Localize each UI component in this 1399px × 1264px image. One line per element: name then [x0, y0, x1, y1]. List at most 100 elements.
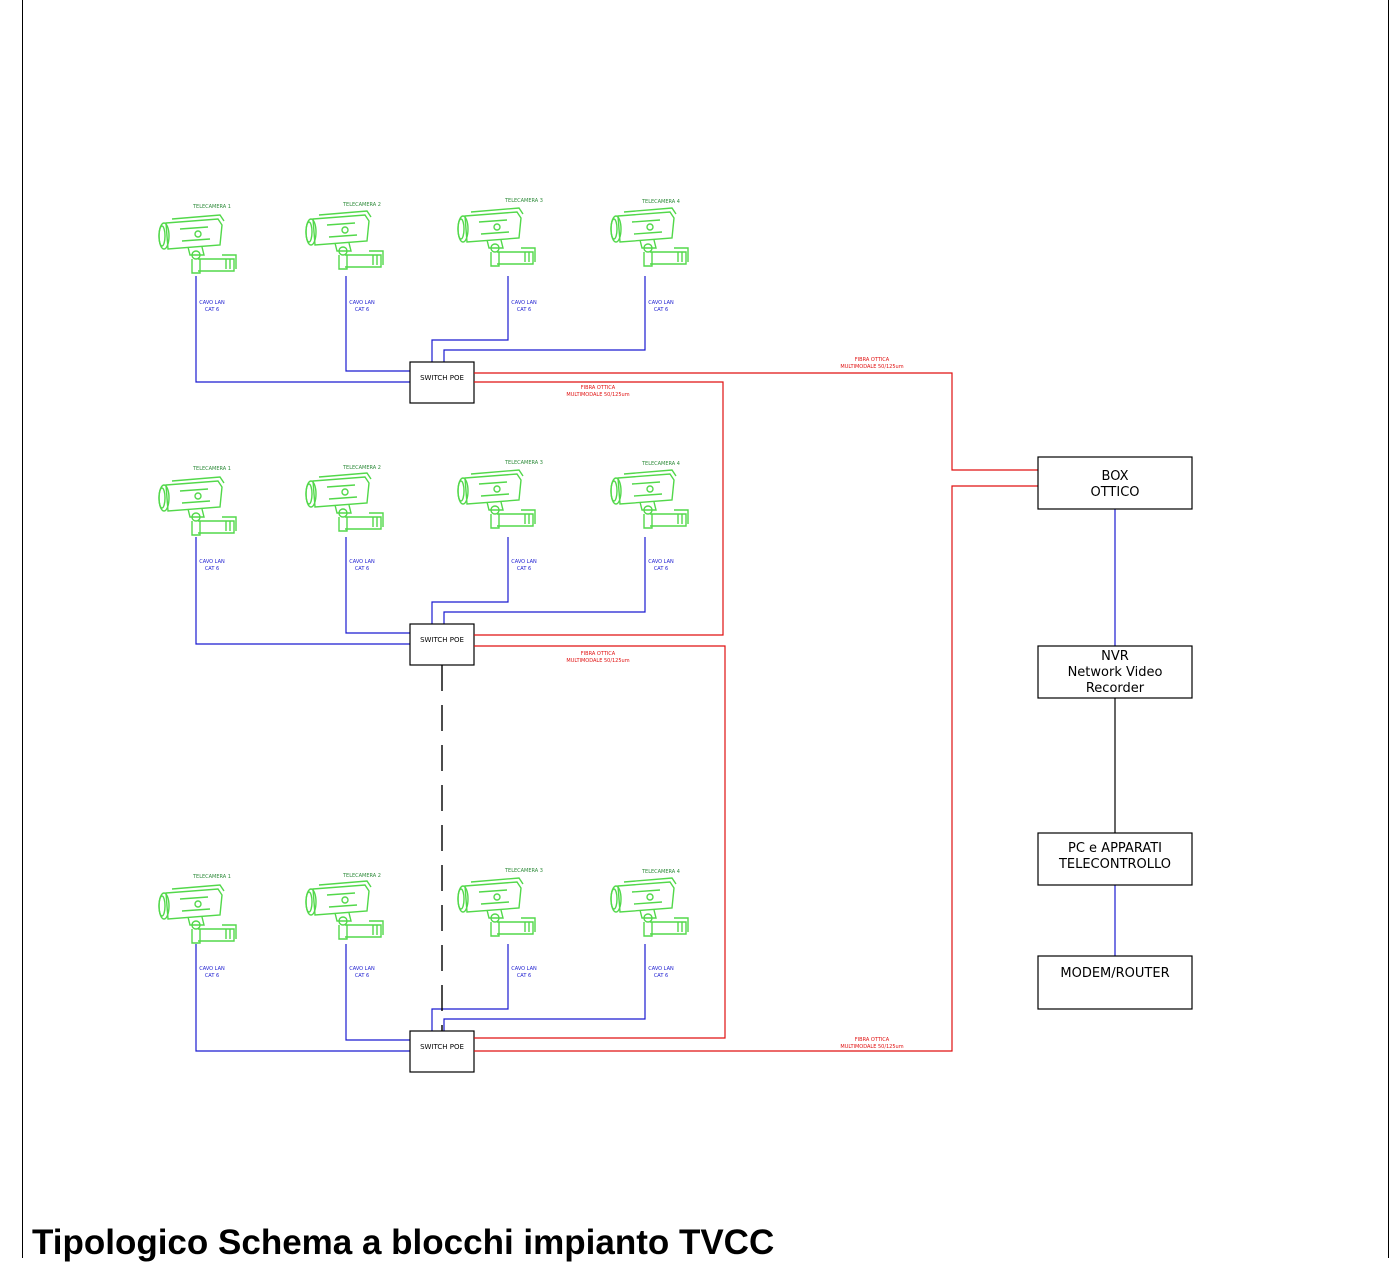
camera-lens: [610, 480, 618, 502]
camera-body-lines: [478, 481, 510, 497]
camera-body-lines: [326, 222, 358, 238]
fiber-label-line: FIBRA OTTICA: [581, 385, 616, 391]
camera-lens: [158, 895, 166, 917]
camera-body-lines: [631, 481, 663, 497]
camera-sunshield: [171, 214, 225, 222]
lan-cable-label-line: CAVO LAN: [511, 966, 537, 972]
lan-cable-label-line: CAVO LAN: [648, 559, 674, 565]
camera-wall-mount: [345, 924, 382, 938]
camera-joint: [490, 913, 500, 923]
camera-bracket: [187, 508, 205, 518]
camera-lens: [158, 487, 166, 509]
camera-sunshield: [470, 877, 524, 885]
camera-bracket: [187, 246, 205, 256]
camera-housing: [165, 888, 223, 920]
camera-plate: [222, 254, 237, 269]
camera-joint: [191, 512, 201, 522]
fiber-label-line: MULTIMODALE 50/125um: [566, 392, 629, 398]
camera-wall-mount: [497, 513, 534, 527]
camera-plate: [521, 917, 536, 932]
camera-plate: [674, 247, 689, 262]
camera-lens: [457, 218, 465, 240]
lan-cable-label-line: CAVO LAN: [199, 559, 225, 565]
fiber-link: [474, 645, 726, 1039]
camera-housing: [617, 473, 675, 505]
camera-icon: [457, 469, 536, 529]
lan-cable-label-line: CAVO LAN: [349, 300, 375, 306]
camera-joint: [338, 508, 348, 518]
camera-lens: [457, 480, 465, 502]
camera-joint: [338, 246, 348, 256]
lan-cable-label-line: CAVO LAN: [199, 966, 225, 972]
camera-lens: [457, 888, 465, 910]
camera-sunshield: [318, 472, 372, 480]
fiber-label-line: MULTIMODALE 50/125um: [566, 658, 629, 664]
camera-body-lines: [326, 484, 358, 500]
lan-cable-label-line: CAVO LAN: [511, 559, 537, 565]
camera-housing: [165, 218, 223, 250]
camera-icon: [457, 207, 536, 267]
camera-sunshield: [623, 877, 677, 885]
camera-label: TELECAMERA 2: [342, 873, 381, 879]
camera-label: TELECAMERA 3: [504, 198, 543, 204]
camera-joint: [643, 505, 653, 515]
camera-lens: [305, 221, 313, 243]
camera-arm: [191, 521, 201, 536]
camera-body-lines: [478, 889, 510, 905]
camera-lens: [305, 483, 313, 505]
lan-cable-label-line: CAVO LAN: [349, 559, 375, 565]
lan-cable: [431, 944, 509, 1031]
camera-sunshield: [470, 207, 524, 215]
camera-body-lines: [326, 892, 358, 908]
camera-plate: [222, 516, 237, 531]
camera-joint: [490, 243, 500, 253]
pc-telecontrollo-label-line: TELECONTROLLO: [1058, 857, 1171, 872]
lan-cable-label-line: CAT 6: [355, 566, 369, 572]
camera-arm: [338, 925, 348, 940]
camera-detail: [493, 485, 501, 493]
camera-label: TELECAMERA 3: [504, 868, 543, 874]
camera-icon: [305, 472, 384, 532]
camera-detail: [493, 223, 501, 231]
lan-cable-label-line: CAVO LAN: [349, 966, 375, 972]
camera-screws: [524, 514, 530, 524]
camera-housing: [312, 884, 370, 916]
camera-detail: [646, 485, 654, 493]
lan-cable: [195, 276, 410, 383]
switch-poe-label: SWITCH POE: [420, 374, 464, 382]
nvr-label-line: Recorder: [1086, 681, 1145, 696]
camera-screws: [524, 922, 530, 932]
sheet-border-left: [22, 0, 23, 1258]
lan-cable: [431, 276, 509, 362]
camera-arm: [338, 255, 348, 270]
camera-sunshield: [470, 469, 524, 477]
camera-wall-mount: [198, 520, 235, 534]
camera-sunshield: [623, 207, 677, 215]
camera-bracket: [334, 242, 352, 252]
camera-joint: [191, 920, 201, 930]
camera-plate: [521, 247, 536, 262]
camera-bracket: [486, 909, 504, 919]
lan-cable-label-line: CAT 6: [205, 307, 219, 313]
camera-label: TELECAMERA 1: [192, 466, 231, 472]
camera-icon: [158, 884, 237, 944]
pc-telecontrollo-box: [1037, 832, 1193, 886]
camera-joint: [643, 243, 653, 253]
camera-icon: [457, 877, 536, 937]
camera-screws: [372, 255, 378, 265]
camera-arm: [490, 514, 500, 529]
camera-arm: [490, 252, 500, 267]
camera-icon: [305, 880, 384, 940]
camera-bracket: [639, 501, 657, 511]
fiber-link: [474, 485, 1038, 1052]
camera-icon: [610, 877, 689, 937]
camera-screws: [225, 521, 231, 531]
camera-joint: [643, 913, 653, 923]
